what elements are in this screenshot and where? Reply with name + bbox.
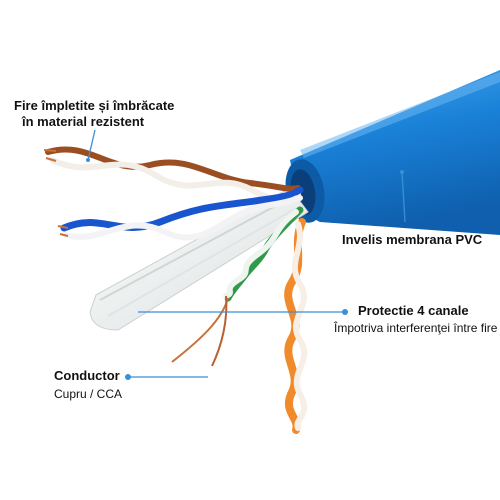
- blue-white-wire: [63, 195, 303, 241]
- callout-dot-conductor: [125, 374, 131, 380]
- brown-white-wire: [49, 157, 301, 203]
- spline-ridge: [99, 195, 295, 301]
- orange-white-wire: [292, 221, 308, 431]
- copper-strands-blue: [57, 225, 69, 237]
- label-protection-title: Protectie 4 canale: [358, 303, 469, 318]
- blue-pair: [57, 186, 304, 241]
- callout-dot-twisted: [86, 158, 90, 162]
- copper-strand-1: [171, 297, 229, 363]
- callout-jacket: [401, 171, 406, 223]
- brown-wire: [45, 146, 301, 192]
- green-white-wire: [223, 209, 299, 299]
- label-pvc-jacket: Invelis membrana PVC: [342, 232, 483, 247]
- label-twisted-wires-line2: în material rezistent: [22, 114, 145, 129]
- label-protection-subtitle: Împotriva interferenţei între fire: [334, 321, 498, 335]
- brown-pair: [43, 146, 301, 203]
- label-conductor-subtitle: Cupru / CCA: [54, 387, 123, 401]
- label-conductor-title: Conductor: [54, 368, 120, 383]
- pvc-jacket: [285, 70, 500, 235]
- blue-wire: [60, 186, 304, 232]
- cross-spline: [89, 187, 309, 331]
- jacket-body: [290, 70, 500, 235]
- label-twisted-wires-line1: Fire împletite și îmbrăcate: [14, 98, 175, 113]
- callout-dot-jacket: [400, 170, 404, 174]
- green-pair: [171, 206, 304, 367]
- orange-pair: [284, 218, 308, 434]
- copper-strand-2: [211, 295, 228, 367]
- copper-strands-brown: [43, 149, 57, 162]
- jacket-highlight: [300, 72, 500, 158]
- callout-twisted-wires: [87, 129, 96, 161]
- callouts: [86, 129, 406, 380]
- callout-dot-protection: [342, 309, 348, 315]
- spline-ridge-2: [107, 205, 301, 317]
